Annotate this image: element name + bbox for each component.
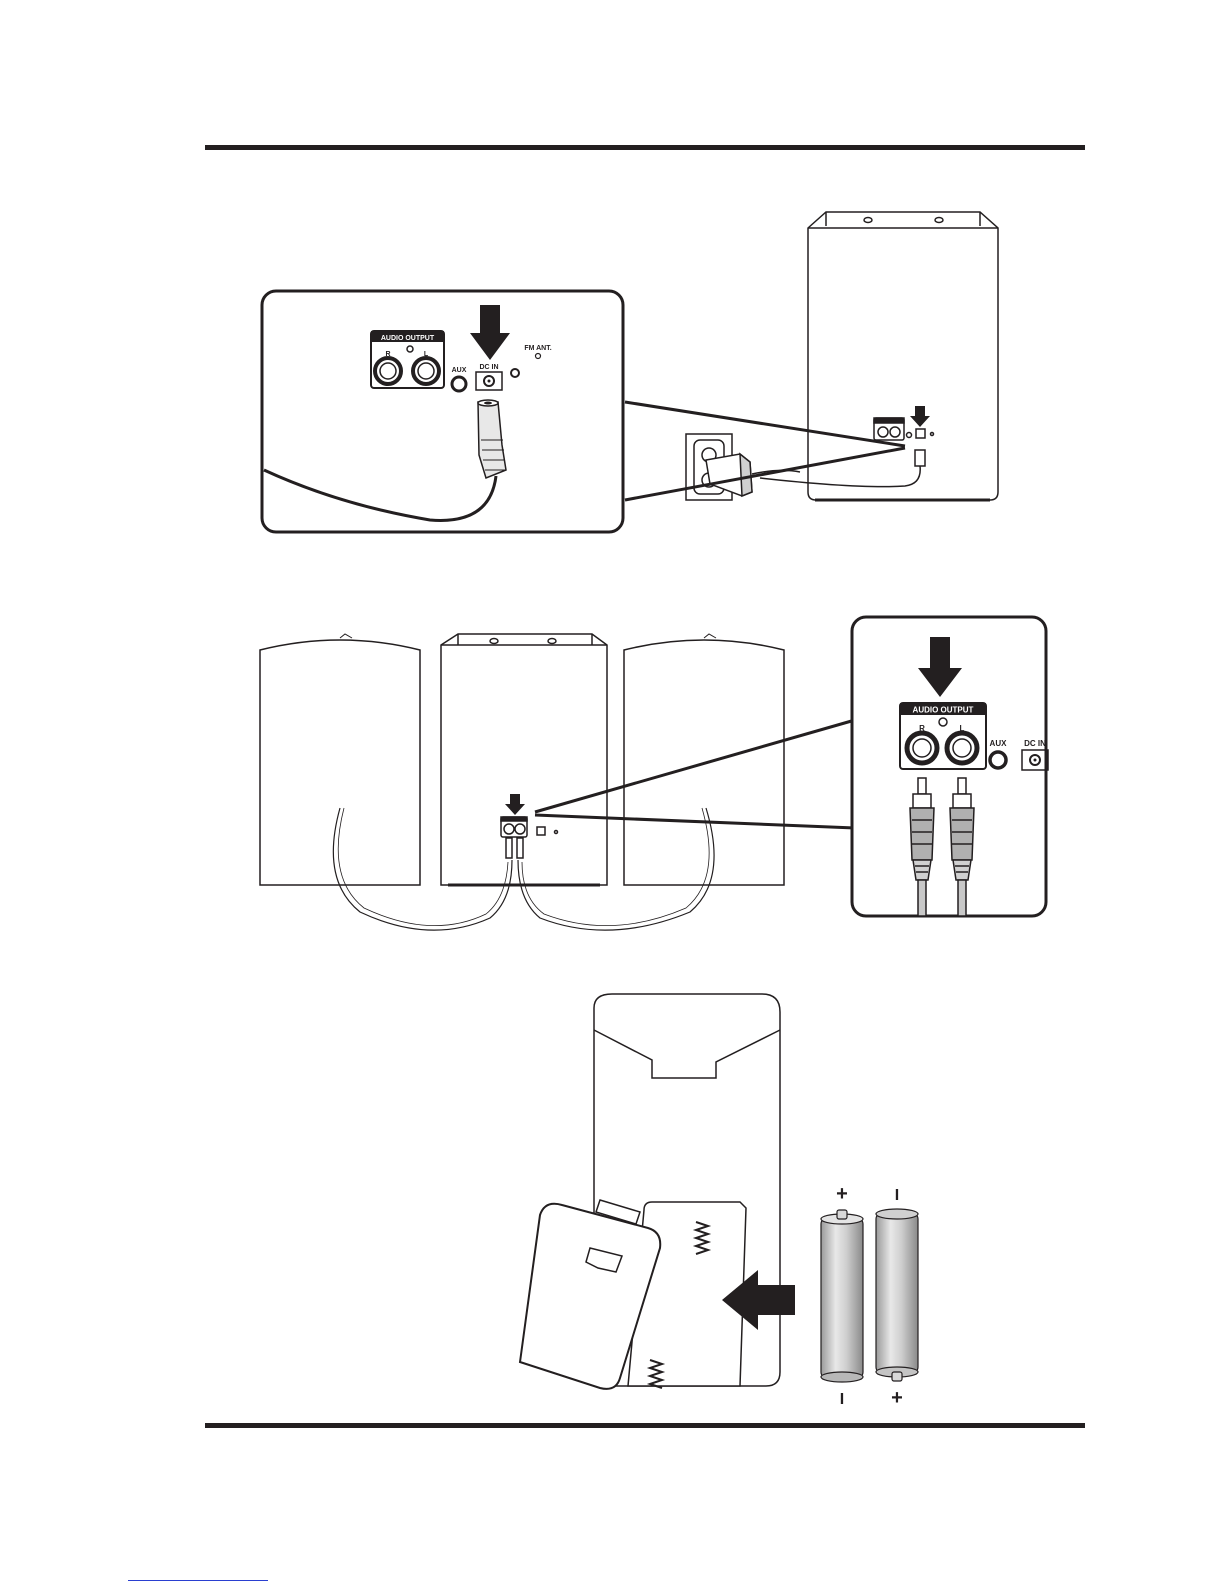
main-unit-back [441,634,607,885]
battery-aaa-1 [821,1210,863,1382]
audio-output-label: AUDIO OUTPUT [913,706,974,715]
footer-link-underline[interactable] [128,1580,268,1581]
battery-aaa-2 [876,1209,918,1381]
right-speaker [624,634,784,885]
arrow-down-icon [910,406,930,427]
left-speaker [260,634,420,885]
footer-rule [205,1423,1085,1428]
aux-label: AUX [990,739,1008,748]
battery1-negative-label: I [840,1391,844,1408]
zoom-line [535,720,855,812]
right-channel-label: R [385,351,390,358]
figure-battery-installation [520,994,780,1389]
right-channel-label: R [919,724,925,733]
main-unit-back [808,212,998,500]
left-channel-label: L [960,724,965,733]
power-plug-small [760,450,925,487]
fm-antenna-label: FM ANT. [524,345,551,352]
power-inset [262,291,623,532]
dc-in-label: DC IN [479,364,498,371]
zoom-line [625,402,905,446]
battery1-positive-label: + [836,1183,848,1205]
battery2-positive-label: + [891,1387,903,1409]
zoom-line [535,815,855,828]
zoom-line [625,448,905,500]
left-channel-label: L [424,351,429,358]
audio-output-label: AUDIO OUTPUT [381,335,435,342]
audio-output-inset [852,617,1048,916]
aux-label: AUX [452,367,467,374]
dc-in-label: DC IN [1024,739,1046,748]
figure-speaker-connection [260,634,784,930]
battery2-negative-label: I [895,1187,899,1204]
arrow-down-icon [505,794,525,815]
